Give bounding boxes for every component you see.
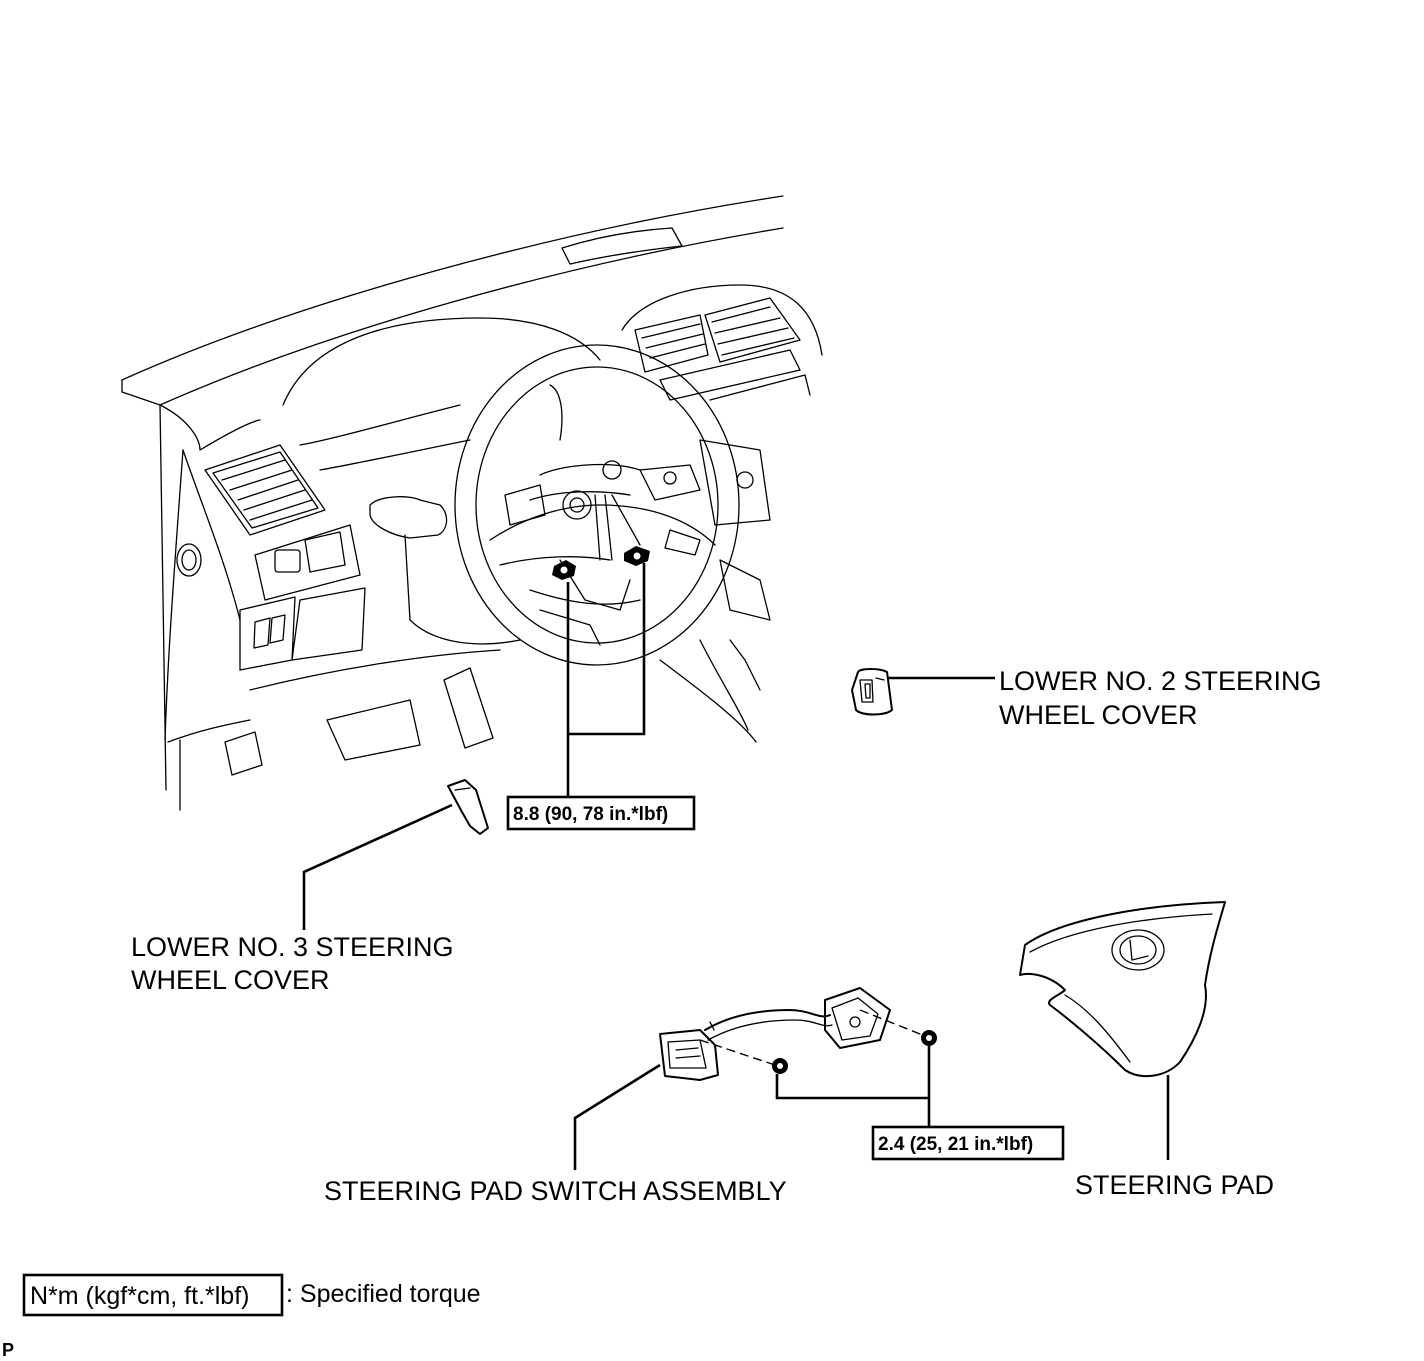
legend-description: : Specified torque <box>286 1280 481 1308</box>
label-lower-no2-cover-line2: WHEEL COVER <box>999 700 1198 730</box>
lower-no3-cover-part <box>447 779 489 835</box>
torque-legend: N*m (kgf*cm, ft.*lbf) : Specified torque <box>22 1273 481 1317</box>
label-lower-no2-cover-line1: LOWER NO. 2 STEERING <box>999 666 1322 696</box>
label-steering-pad: STEERING PAD <box>1075 1170 1274 1200</box>
torque-box-pad <box>506 795 696 831</box>
corner-mark: P <box>2 1340 14 1360</box>
pad-bolt-leader <box>566 563 646 798</box>
torque-value-switch: 2.4 (25, 21 in.*lbf) <box>878 1134 1033 1155</box>
pad-bolt-right <box>624 546 650 566</box>
torque-value-pad: 8.8 (90, 78 in.*lbf) <box>513 804 668 825</box>
label-lower-no3-cover-line1: LOWER NO. 3 STEERING <box>131 932 454 962</box>
switch-screw-right <box>921 1030 937 1046</box>
legend-unit-box <box>22 1273 284 1317</box>
label-steering-pad-switch-assembly: STEERING PAD SWITCH ASSEMBLY <box>324 1176 787 1206</box>
steering-pad-switch-assembly-part <box>659 987 937 1081</box>
pad-bolt-left <box>552 560 576 580</box>
switch-screw-leader <box>775 1046 931 1128</box>
lower-no3-cover-leader <box>302 803 453 930</box>
legend-unit-text: N*m (kgf*cm, ft.*lbf) <box>30 1282 249 1310</box>
lower-no2-cover-part <box>851 668 893 716</box>
switch-screw-left <box>772 1058 788 1074</box>
steering-pad-part <box>1019 901 1226 1078</box>
dashboard-illustration <box>121 195 823 811</box>
torque-box-switch <box>871 1125 1065 1161</box>
label-lower-no3-cover-line2: WHEEL COVER <box>131 965 330 995</box>
switch-assembly-leader <box>573 1063 661 1170</box>
